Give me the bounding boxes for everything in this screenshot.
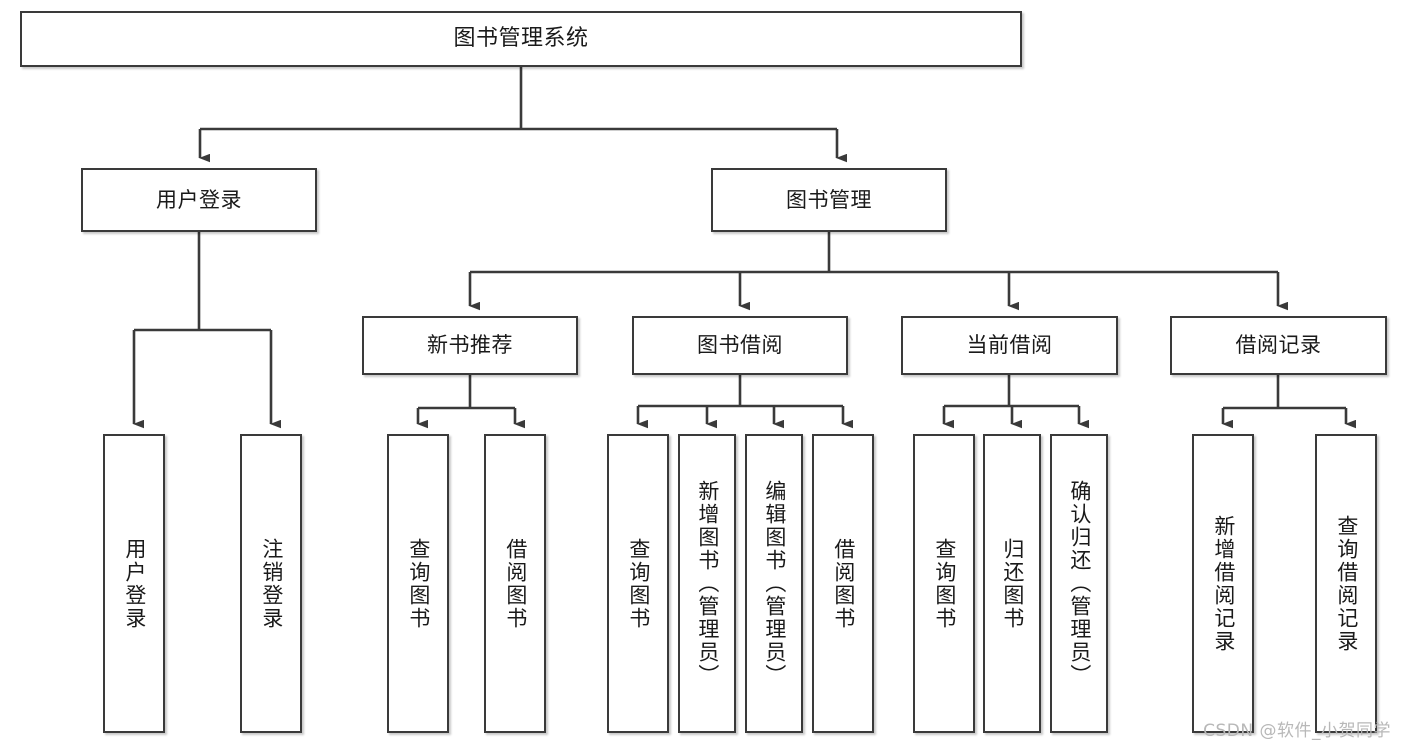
node-label-leaf-add-book: 新增图书（管理员） [695,480,720,687]
node-leaf-query-book-1[interactable]: 查询图书 [387,434,449,733]
node-label-book-borrow: 图书借阅 [697,333,783,358]
node-leaf-user-login[interactable]: 用户登录 [103,434,165,733]
node-leaf-query-record[interactable]: 查询借阅记录 [1315,434,1377,733]
node-label-root: 图书管理系统 [453,26,589,52]
node-borrow-record[interactable]: 借阅记录 [1170,316,1387,375]
node-leaf-add-book[interactable]: 新增图书（管理员） [678,434,736,733]
node-label-user-login: 用户登录 [156,187,242,212]
node-label-leaf-query-record: 查询借阅记录 [1334,514,1359,653]
node-new-book-rec[interactable]: 新书推荐 [362,316,578,375]
node-root[interactable]: 图书管理系统 [20,11,1022,67]
node-leaf-query-book-2[interactable]: 查询图书 [607,434,669,733]
node-leaf-borrow-book-2[interactable]: 借阅图书 [812,434,874,733]
node-book-borrow[interactable]: 图书借阅 [632,316,848,375]
node-leaf-add-record[interactable]: 新增借阅记录 [1192,434,1254,733]
node-label-current-borrow: 当前借阅 [966,333,1053,358]
node-label-new-book-rec: 新书推荐 [427,333,513,358]
node-label-leaf-return-book: 归还图书 [1000,537,1025,630]
node-leaf-confirm-return[interactable]: 确认归还（管理员） [1050,434,1108,733]
node-label-leaf-confirm-return: 确认归还（管理员） [1067,480,1092,687]
node-leaf-return-book[interactable]: 归还图书 [983,434,1041,733]
node-label-leaf-logout: 注销登录 [259,537,284,630]
node-book-manage[interactable]: 图书管理 [711,168,947,232]
node-label-leaf-borrow-book-2: 借阅图书 [831,537,856,630]
node-leaf-borrow-book-1[interactable]: 借阅图书 [484,434,546,733]
node-current-borrow[interactable]: 当前借阅 [901,316,1118,375]
node-label-leaf-add-record: 新增借阅记录 [1211,514,1236,653]
node-leaf-query-book-3[interactable]: 查询图书 [913,434,975,733]
node-label-leaf-edit-book: 编辑图书（管理员） [762,480,787,687]
node-leaf-logout[interactable]: 注销登录 [240,434,302,733]
node-label-leaf-query-book-3: 查询图书 [932,537,957,630]
node-label-leaf-user-login: 用户登录 [122,537,147,630]
node-label-leaf-query-book-2: 查询图书 [626,537,651,630]
node-label-leaf-query-book-1: 查询图书 [406,537,431,630]
node-label-leaf-borrow-book-1: 借阅图书 [503,537,528,630]
node-user-login[interactable]: 用户登录 [81,168,317,232]
node-leaf-edit-book[interactable]: 编辑图书（管理员） [745,434,803,733]
node-label-borrow-record: 借阅记录 [1235,333,1322,358]
node-label-book-manage: 图书管理 [786,187,872,212]
